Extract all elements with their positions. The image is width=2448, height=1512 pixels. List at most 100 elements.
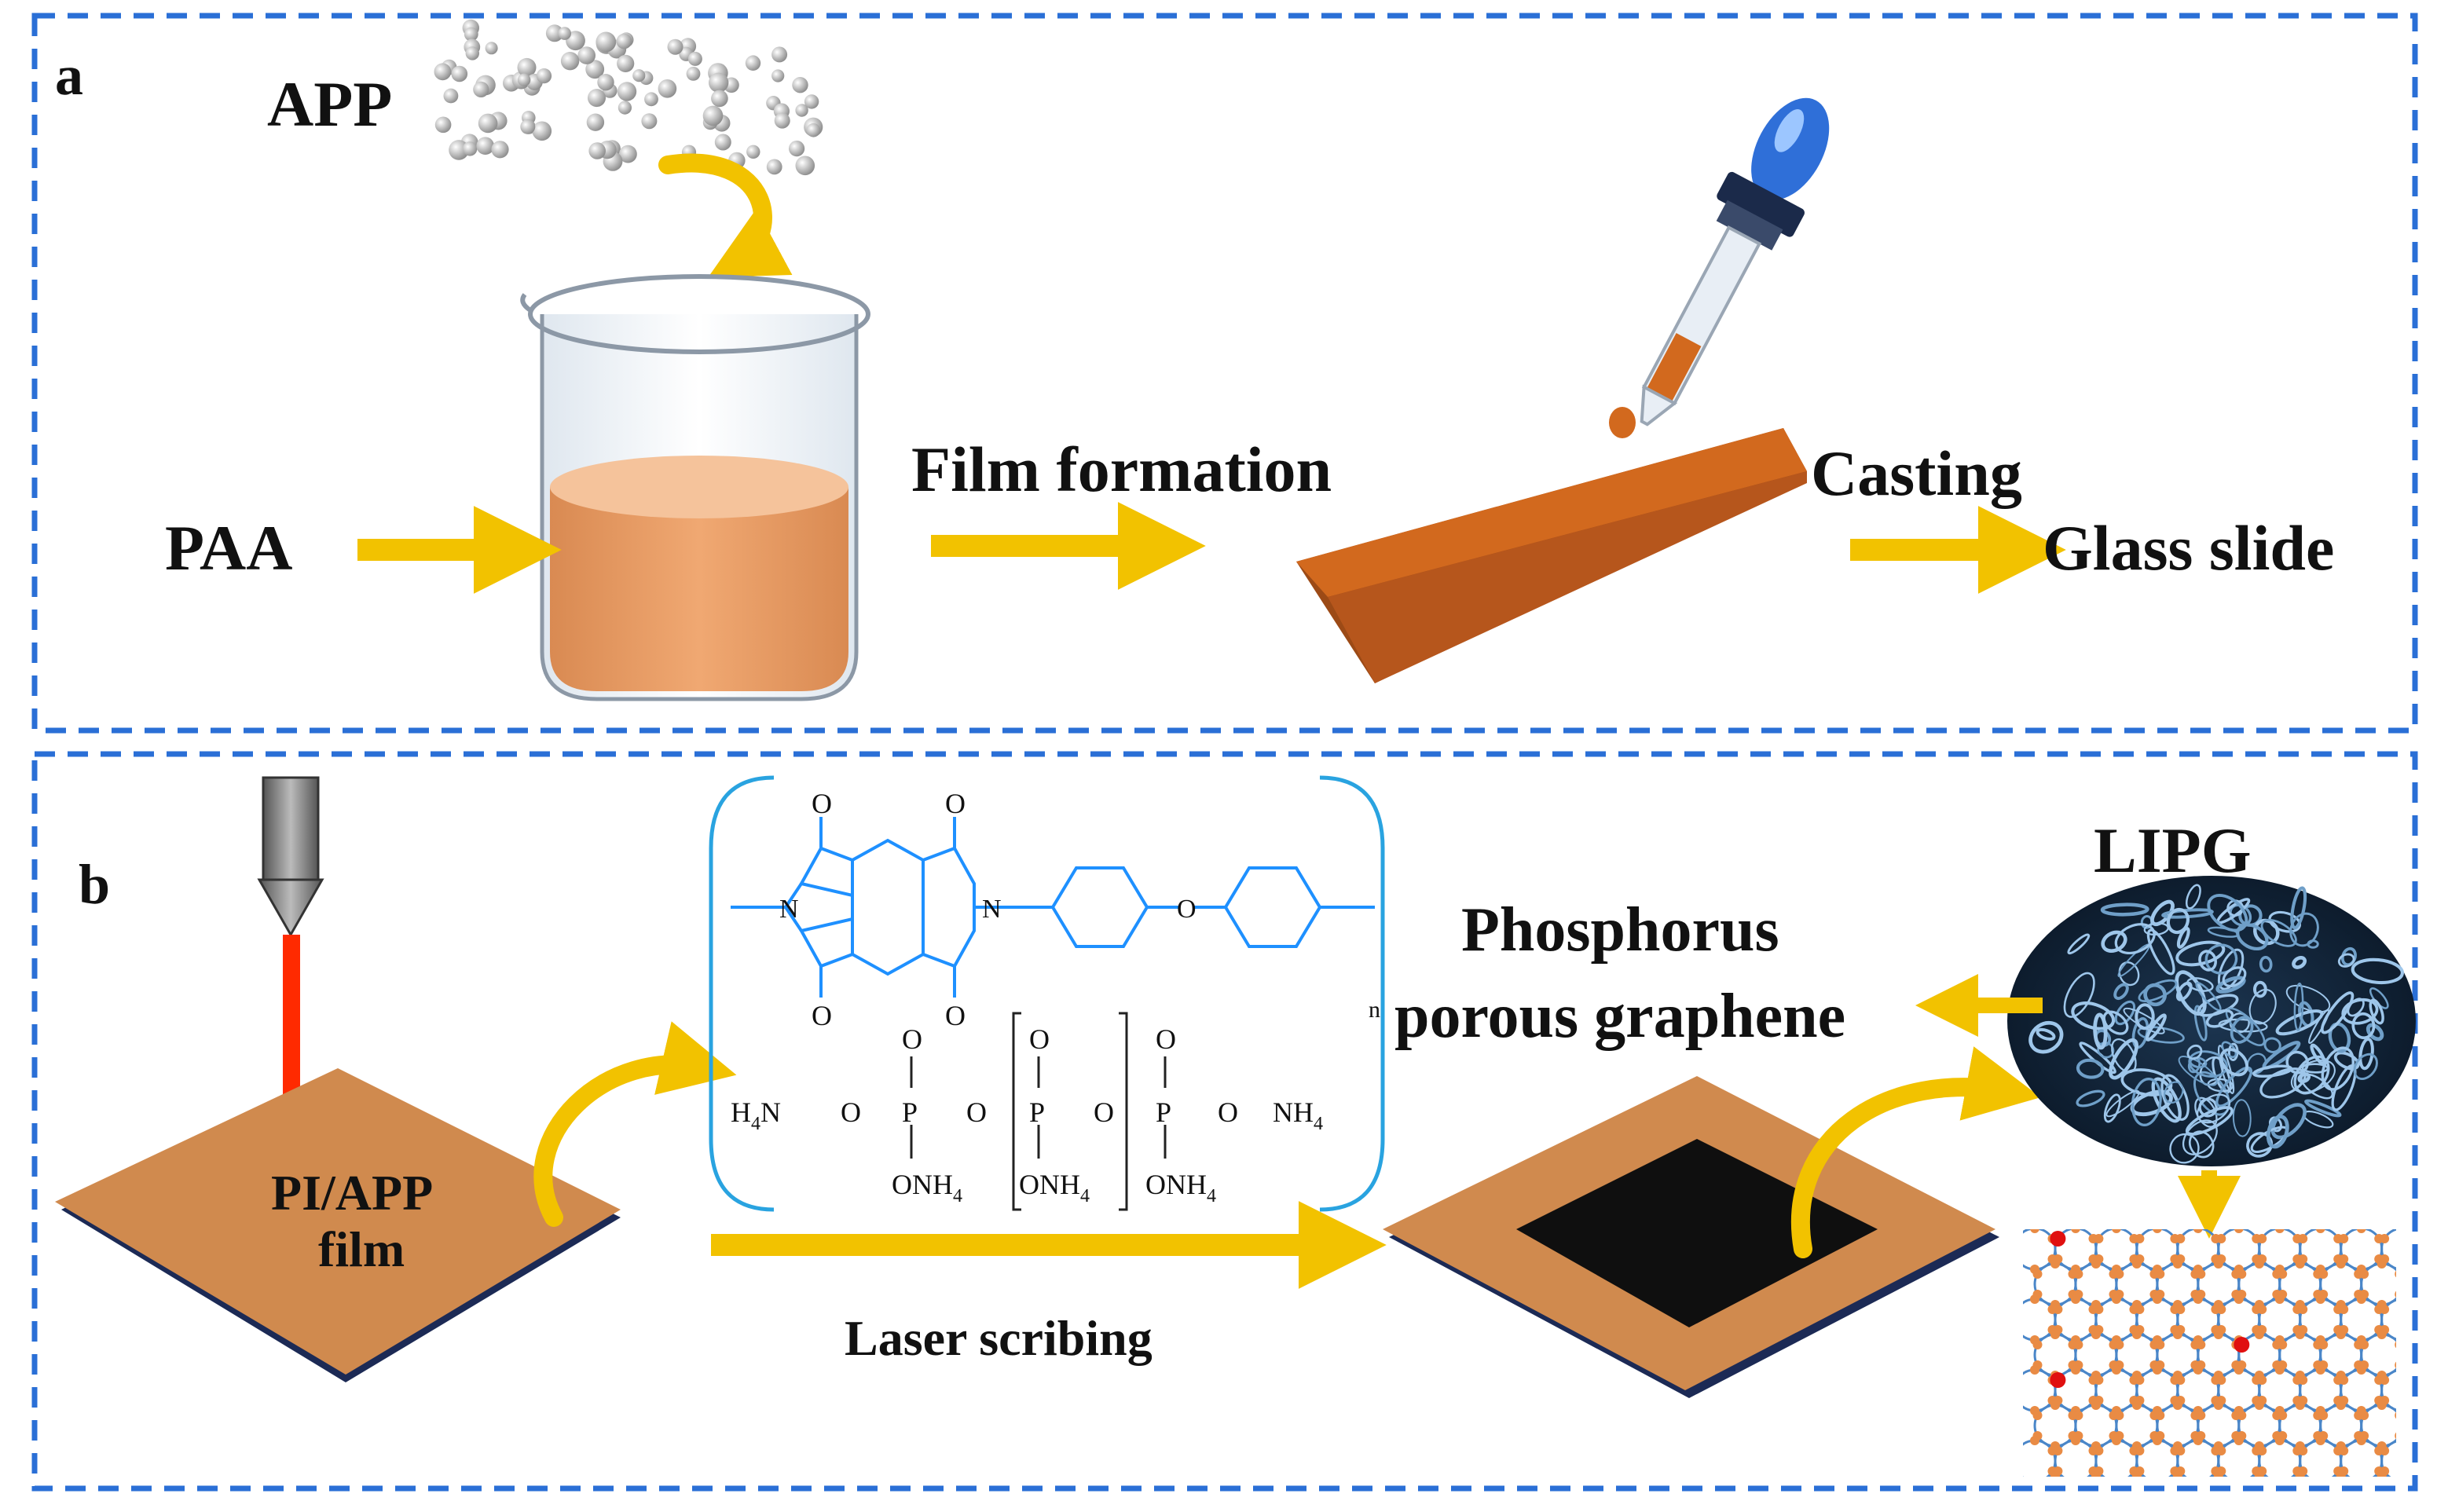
carbon-atom <box>2216 1234 2226 1243</box>
sem-pore <box>2146 928 2175 976</box>
carbon-atom <box>2359 1269 2369 1279</box>
sem-pore <box>2270 1103 2307 1140</box>
carbon-atom <box>2278 1411 2288 1420</box>
scribed-to-sem-arrow <box>1790 1046 2041 1258</box>
carbon-atom <box>2175 1446 2186 1455</box>
carbon-atom <box>2274 1365 2285 1375</box>
carbon-atom <box>2254 1259 2264 1269</box>
carbon-atom <box>2435 1269 2445 1279</box>
carbon-atom <box>2033 1502 2043 1511</box>
carbon-atom <box>2395 1361 2396 1369</box>
drop <box>1609 407 1636 438</box>
sem-pore <box>2188 1130 2215 1159</box>
carbon-atom <box>2069 1481 2078 1491</box>
lattice-ring <box>2074 1404 2118 1448</box>
app-particle <box>766 159 782 175</box>
glass-slide <box>1296 428 1807 683</box>
lattice-ring <box>2156 1404 2200 1448</box>
carbon-atom <box>2395 1270 2396 1278</box>
lattice-ring <box>2340 1298 2384 1342</box>
lattice-ring <box>2074 1262 2118 1306</box>
carbon-atom <box>2254 1330 2264 1339</box>
carbon-atom <box>2032 1269 2043 1279</box>
app-particle <box>517 57 537 77</box>
carbon-atom <box>2112 1477 2121 1486</box>
app-particle <box>667 38 683 55</box>
sem-pore <box>2160 1074 2190 1121</box>
onh4-2: ONH4 <box>1019 1169 1090 1206</box>
carbon-atom <box>2073 1269 2083 1279</box>
carbon-atom <box>2152 1294 2162 1304</box>
lattice-ring <box>2299 1229 2343 1271</box>
lattice-ring <box>2087 1474 2105 1477</box>
carbon-atom <box>2094 1234 2104 1243</box>
lattice-ring <box>2278 1333 2322 1377</box>
carbon-atom <box>2380 1446 2390 1455</box>
sem-pore <box>2111 1038 2137 1074</box>
lattice-ring <box>2046 1474 2065 1477</box>
carbon-atom <box>2155 1340 2165 1349</box>
sem-pore <box>2114 1000 2136 1026</box>
lattice-ring <box>2373 1474 2391 1477</box>
imide-n-left: N <box>779 895 799 924</box>
phosphorus-dopant-atom <box>2050 1372 2066 1388</box>
carbon-atom <box>2050 1471 2060 1477</box>
lattice-ring <box>2380 1229 2396 1270</box>
sem-pore <box>2105 1089 2140 1118</box>
carbon-atom <box>2234 1229 2244 1233</box>
carbon-atom <box>2295 1400 2305 1410</box>
lattice-ring <box>2319 1404 2363 1448</box>
sem-pore <box>2204 943 2238 975</box>
phosphate-o-3: O <box>1156 1023 1176 1055</box>
carbon-atom <box>2359 1502 2369 1511</box>
lattice-ring <box>2156 1333 2200 1377</box>
sem-pore <box>2297 1072 2311 1084</box>
carbon-atom <box>2336 1471 2346 1477</box>
carbon-atom <box>2237 1269 2247 1279</box>
sem-pore <box>2103 1093 2121 1123</box>
carbon-atom <box>2175 1234 2186 1243</box>
app-particle <box>774 112 790 129</box>
carbon-atom <box>2172 1259 2182 1269</box>
carbon-atom <box>2415 1466 2424 1476</box>
sem-pore <box>2222 966 2247 988</box>
app-particle <box>644 92 658 107</box>
carbon-atom <box>2354 1502 2363 1511</box>
film-label-line1: PI/APP <box>271 1165 433 1221</box>
carbon-atom <box>2400 1431 2410 1441</box>
sem-pore <box>2166 907 2190 935</box>
carbon-atom <box>2131 1259 2142 1269</box>
imide-n-right: N <box>982 895 1002 924</box>
sem-pore <box>2293 1055 2330 1095</box>
app-particle <box>443 88 459 104</box>
carbon-atom <box>2418 1471 2428 1481</box>
h4n-h: H4N <box>731 1096 781 1134</box>
carbon-atom <box>2415 1396 2424 1405</box>
carbon-atom <box>2398 1294 2407 1304</box>
lattice-ring <box>2299 1439 2343 1477</box>
lattice-ring <box>2094 1229 2138 1271</box>
app-particle <box>746 145 760 159</box>
carbon-atom <box>2213 1330 2223 1339</box>
sem-pore <box>2218 1018 2268 1033</box>
sem-pore <box>2353 1053 2378 1080</box>
sem-pore <box>2248 988 2277 1025</box>
sem-pore <box>2036 1027 2056 1041</box>
sem-pore <box>2307 939 2319 949</box>
carbon-atom <box>2418 1441 2428 1451</box>
lattice-ring <box>2115 1404 2159 1448</box>
app-particle <box>586 113 605 131</box>
carbon-atom <box>2216 1446 2226 1455</box>
sem-pore <box>2028 1020 2064 1054</box>
carbon-atom <box>2073 1502 2083 1511</box>
carbon-atom <box>2053 1305 2063 1314</box>
lattice-ring <box>2332 1474 2351 1477</box>
app-particle <box>434 63 452 81</box>
app-particle <box>792 77 808 93</box>
sem-pore <box>2230 1016 2254 1044</box>
sem-pore <box>2205 1009 2234 1028</box>
sem-pore <box>2207 893 2248 932</box>
carbon-atom <box>2033 1481 2043 1491</box>
carbon-atom <box>2318 1340 2329 1349</box>
carbon-atom <box>2339 1375 2349 1385</box>
